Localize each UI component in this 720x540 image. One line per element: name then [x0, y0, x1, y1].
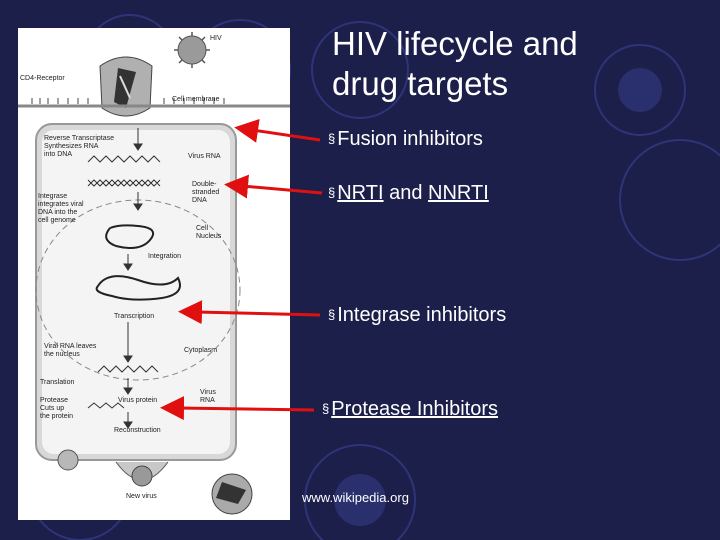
- link-nnrti[interactable]: NNRTI: [428, 182, 489, 204]
- arrow-integrase: [196, 312, 320, 315]
- title-line-1: HIV lifecycle and: [332, 24, 702, 64]
- link-protease-inhibitors[interactable]: Protease Inhibitors: [331, 398, 498, 420]
- bullet-fusion-inhibitors: §Fusion inhibitors: [328, 128, 483, 151]
- arrow-protease: [178, 408, 314, 410]
- bullet-protease-inhibitors: §Protease Inhibitors: [322, 398, 498, 421]
- bullet-marker: §: [328, 131, 335, 146]
- source-credit: www.wikipedia.org: [302, 490, 409, 505]
- arrow-fusion: [252, 130, 320, 140]
- bullet-marker: §: [328, 307, 335, 322]
- bullet-text: Fusion inhibitors: [337, 128, 483, 150]
- bullet-marker: §: [322, 401, 329, 416]
- bullet-integrase-inhibitors: §Integrase inhibitors: [328, 304, 506, 327]
- bullet-and: and: [384, 182, 428, 204]
- bullet-text: Integrase inhibitors: [337, 304, 506, 326]
- bullet-marker: §: [328, 185, 335, 200]
- title-line-2: drug targets: [332, 64, 702, 104]
- slide-title: HIV lifecycle and drug targets: [332, 24, 702, 104]
- arrow-nrti: [242, 186, 322, 193]
- link-nrti[interactable]: NRTI: [337, 182, 383, 204]
- bullet-nrti-nnrti: §NRTI and NNRTI: [328, 182, 489, 205]
